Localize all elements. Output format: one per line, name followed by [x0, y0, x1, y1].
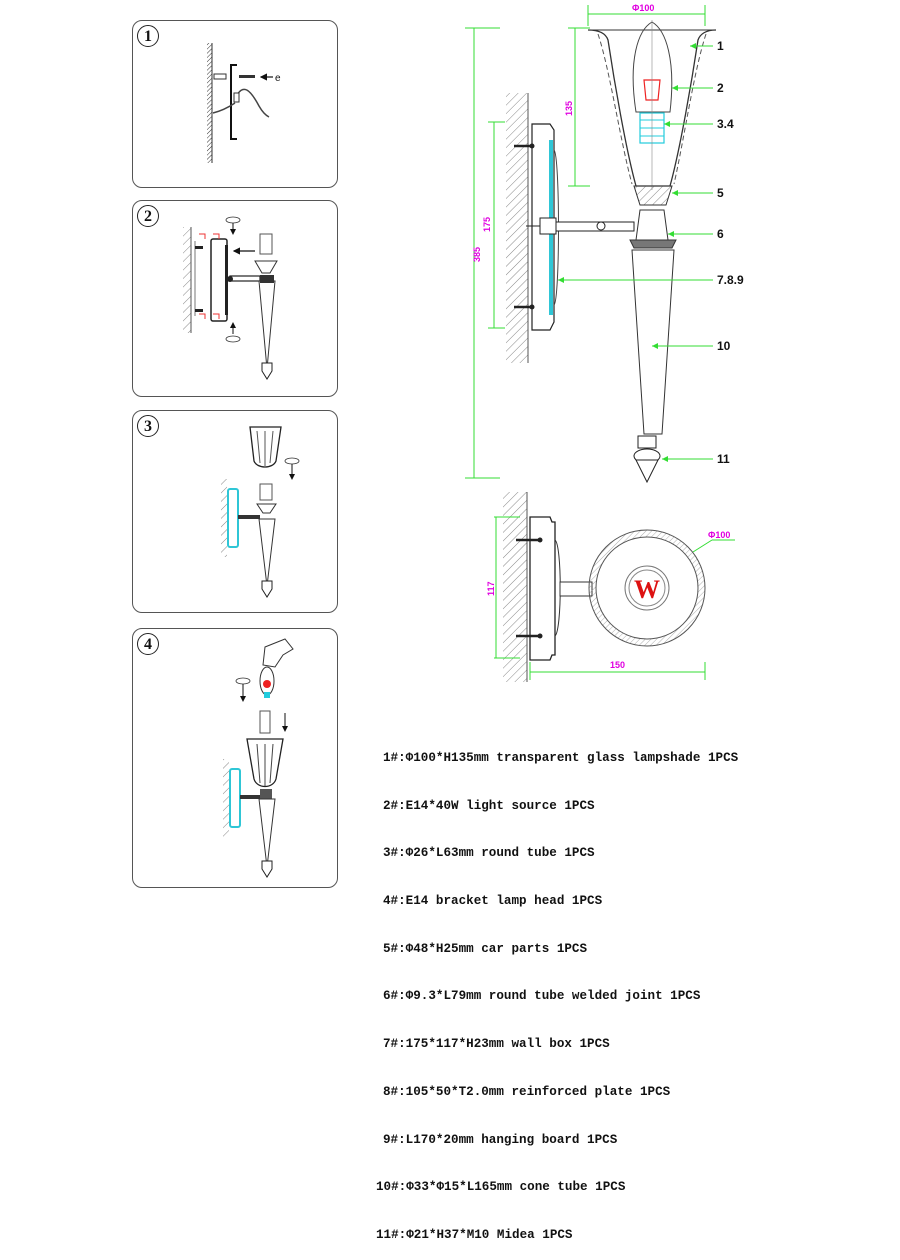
- wall-hatch: [221, 479, 227, 557]
- wall-anchor: [213, 73, 227, 80]
- dimension-label-plate-height: 175: [482, 217, 492, 232]
- screw: [239, 75, 255, 78]
- parts-list-item: 11#:Φ21*H37*M10 Midea 1PCS: [376, 1228, 573, 1242]
- callout-label: 7.8.9: [717, 273, 744, 287]
- callout-label: 10: [717, 339, 731, 353]
- parts-list-item: 10#:Φ33*Φ15*L165mm cone tube 1PCS: [376, 1180, 626, 1195]
- step-4-illustration: [223, 638, 294, 878]
- wall-box: [529, 516, 556, 661]
- tube-part: [259, 233, 273, 255]
- step-2-panel: 2: [132, 200, 338, 397]
- wire: [234, 88, 270, 118]
- cone-tube: [631, 249, 675, 435]
- parts-list-item: 2#:E14*40W light source 1PCS: [383, 798, 595, 813]
- arm-tube: [559, 581, 593, 597]
- finial: [637, 435, 657, 449]
- finial: [261, 580, 273, 598]
- callout-label: 2: [717, 81, 724, 95]
- step-1-illustration: e: [207, 43, 281, 163]
- technical-drawing: 385 175 135 Φ100: [465, 3, 744, 682]
- step-1-panel: 1 e: [132, 20, 338, 188]
- callout-label: 1: [717, 39, 724, 53]
- dimension-label-total-height: 385: [472, 247, 482, 262]
- step-2-illustration: [183, 216, 278, 380]
- screw: [516, 633, 543, 639]
- wall-hatch: [223, 759, 229, 837]
- arm-tube: [238, 515, 260, 519]
- callout-label: 3.4: [717, 117, 734, 131]
- dimension-label-shade-height: 135: [564, 101, 574, 116]
- dimension-label-plan-diameter: Φ100: [708, 530, 730, 540]
- filament: [643, 79, 661, 101]
- parts-list-item: 7#:175*117*H23mm wall box 1PCS: [383, 1037, 610, 1052]
- rotate-icon: [225, 335, 241, 343]
- screwdriver-icon: e: [275, 73, 281, 84]
- parts-list-item: 4#:E14 bracket lamp head 1PCS: [383, 893, 603, 908]
- arm-tube: [555, 221, 635, 232]
- tube-part: [259, 710, 271, 734]
- parts-list: 1#:Φ100*H135mm transparent glass lampsha…: [376, 719, 738, 1260]
- cone-tube: [258, 518, 276, 587]
- wire-connector: [233, 92, 240, 103]
- parts-list-item: 1#:Φ100*H135mm transparent glass lampsha…: [383, 750, 739, 765]
- callout-label: 11: [717, 452, 730, 466]
- parts-list-item: 5#:Φ48*H25mm car parts 1PCS: [383, 941, 588, 956]
- mounting-plate: [230, 64, 237, 140]
- wall-hatch: [183, 227, 191, 333]
- screw: [514, 304, 535, 310]
- lamp-cup: [254, 260, 278, 274]
- dimension-label-projection: 150: [610, 660, 625, 670]
- finial: [261, 362, 273, 380]
- bulb: [632, 21, 673, 113]
- finial: [261, 860, 273, 878]
- parts-list-item: 8#:105*50*T2.0mm reinforced plate 1PCS: [383, 1084, 671, 1099]
- front-elevation: 385 175 135 Φ100: [465, 3, 744, 484]
- step-number-badge: 4: [137, 633, 159, 655]
- parts-list-item: 9#:L170*20mm hanging board 1PCS: [383, 1132, 618, 1147]
- connector: [635, 209, 669, 241]
- step-3-panel: 3: [132, 410, 338, 613]
- step-3-illustration: [221, 426, 300, 598]
- dimension-label-box-height: 117: [486, 581, 496, 596]
- wall-hatch: [207, 43, 212, 163]
- step-number-badge: 1: [137, 25, 159, 47]
- step-4-panel: 4: [132, 628, 338, 888]
- step-number-badge: 2: [137, 205, 159, 227]
- callout-label: 6: [717, 227, 724, 241]
- screw: [516, 537, 543, 543]
- nut: [539, 217, 557, 235]
- parts-list-item: 6#:Φ9.3*L79mm round tube welded joint 1P…: [383, 989, 701, 1004]
- plan-view: 117 W Φ100 150: [486, 492, 735, 682]
- cone-tube: [258, 798, 276, 868]
- glass-plate: [229, 768, 241, 828]
- logo-letter: W: [634, 575, 660, 604]
- wall-hatch: [506, 93, 528, 363]
- callout-label: 5: [717, 186, 724, 200]
- tube-part: [259, 483, 273, 501]
- cup-part: [633, 185, 673, 206]
- parts-list-item: 3#:Φ26*L63mm round tube 1PCS: [383, 846, 595, 861]
- dimension-label-shade-diameter: Φ100: [632, 3, 654, 13]
- screw: [514, 143, 535, 149]
- wall-hatch: [503, 492, 527, 682]
- arm-tube: [240, 795, 260, 799]
- hand-icon: [262, 638, 294, 668]
- step-number-badge: 3: [137, 415, 159, 437]
